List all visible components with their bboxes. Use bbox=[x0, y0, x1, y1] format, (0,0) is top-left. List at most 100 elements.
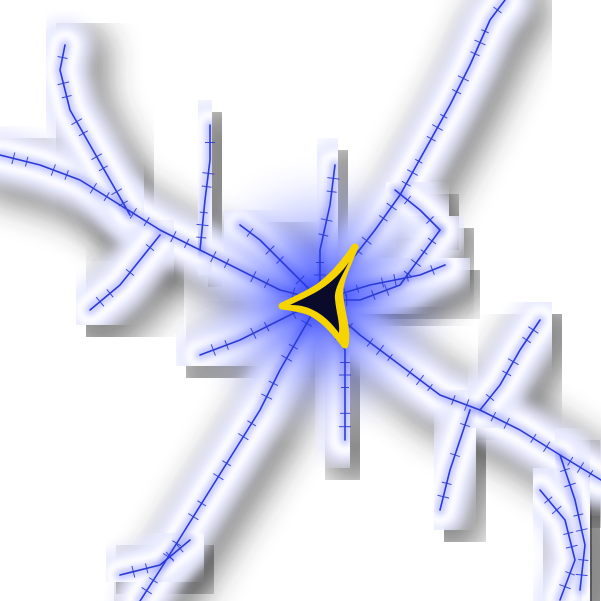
filament-spike bbox=[384, 284, 390, 296]
filament-spike bbox=[144, 563, 149, 574]
filament-spike bbox=[451, 395, 456, 405]
filament-spike bbox=[474, 39, 486, 46]
filament bbox=[559, 454, 586, 591]
filament-spike bbox=[265, 245, 275, 255]
filament-spike bbox=[57, 81, 70, 86]
filament-spike bbox=[415, 158, 423, 164]
filament-spike bbox=[247, 420, 257, 427]
filament-spike bbox=[432, 124, 443, 131]
filament-spike bbox=[95, 296, 105, 307]
filament-spike bbox=[250, 271, 257, 283]
filament-spike bbox=[50, 164, 56, 176]
filament-spike bbox=[441, 481, 452, 486]
filament-spike bbox=[366, 338, 374, 347]
filament-spike bbox=[187, 513, 199, 521]
filament-spike bbox=[125, 268, 135, 277]
filament-spike bbox=[493, 6, 502, 14]
filament-spike bbox=[237, 433, 249, 441]
filament-spike bbox=[522, 336, 532, 344]
filament-spike bbox=[426, 216, 434, 224]
filament-spike bbox=[361, 236, 372, 245]
filament-spike bbox=[196, 236, 207, 239]
filament-spike bbox=[420, 249, 428, 255]
filament-spike bbox=[427, 237, 437, 245]
filament-spike bbox=[427, 383, 433, 392]
filament-spike bbox=[403, 195, 412, 205]
filament-spike bbox=[415, 374, 425, 386]
filament-spike bbox=[559, 584, 571, 590]
filament-spike bbox=[563, 531, 574, 536]
filament-spike bbox=[378, 215, 388, 222]
filament-spike bbox=[197, 500, 207, 507]
filament-spike bbox=[588, 470, 594, 478]
filament-spike bbox=[381, 277, 384, 288]
filament-spike bbox=[176, 544, 184, 553]
filament bbox=[59, 44, 131, 216]
filament-spike bbox=[450, 452, 460, 458]
filament-spike bbox=[89, 182, 97, 194]
filament-spike bbox=[268, 380, 279, 387]
filament-spike bbox=[502, 370, 512, 377]
filament-spike bbox=[575, 528, 588, 532]
filament-spike bbox=[129, 207, 137, 219]
filament-spike bbox=[490, 411, 497, 422]
filament-spike bbox=[573, 513, 584, 517]
filament-spike bbox=[103, 192, 110, 202]
filament-spike bbox=[170, 231, 177, 243]
filament-spike bbox=[564, 482, 576, 488]
filament-spike bbox=[210, 251, 217, 263]
core-layer bbox=[278, 243, 359, 349]
filament-spike bbox=[551, 505, 562, 515]
filament-spike bbox=[544, 496, 553, 504]
filament-spike bbox=[91, 153, 103, 161]
filament-spike bbox=[118, 200, 128, 207]
filament-spike bbox=[222, 460, 232, 467]
filament-spike bbox=[111, 188, 123, 196]
filament-spike bbox=[406, 273, 409, 282]
filament-spike bbox=[457, 75, 469, 82]
filament-spike bbox=[210, 344, 216, 356]
filament-spike bbox=[263, 278, 270, 289]
filament-spike bbox=[11, 152, 16, 165]
filament bbox=[319, 299, 601, 481]
filament bbox=[394, 189, 441, 231]
filament-spike bbox=[295, 275, 305, 285]
filament-spike bbox=[326, 190, 337, 193]
filament-spike bbox=[276, 256, 284, 264]
filament-spike bbox=[401, 180, 411, 187]
filament-spike bbox=[355, 284, 360, 293]
filament-spike bbox=[261, 393, 273, 400]
filament-spike bbox=[318, 233, 329, 237]
filament-spike bbox=[481, 29, 489, 34]
filament-spike bbox=[565, 544, 578, 549]
filament-spike bbox=[291, 287, 296, 300]
filament-spike bbox=[393, 274, 397, 286]
filament-spike bbox=[578, 558, 589, 562]
filament-spike bbox=[386, 202, 397, 211]
filament-spike bbox=[212, 473, 224, 481]
filament-spike bbox=[342, 286, 348, 299]
filament-spike bbox=[560, 467, 570, 473]
filament-spike bbox=[196, 223, 209, 227]
filament-spike bbox=[172, 540, 182, 547]
filament-spike bbox=[250, 327, 257, 339]
filament-spike bbox=[407, 169, 418, 176]
filament-spike bbox=[426, 135, 436, 142]
filament-spike bbox=[201, 185, 212, 188]
filament-spike bbox=[106, 289, 114, 298]
filament-spike bbox=[71, 118, 83, 126]
filament-spike bbox=[57, 56, 68, 59]
filament-spike bbox=[406, 368, 414, 377]
filament-spike bbox=[410, 259, 422, 267]
filament-spike bbox=[387, 353, 393, 362]
filament-spike bbox=[141, 586, 152, 595]
filament-spike bbox=[78, 130, 88, 137]
filament-spike bbox=[320, 218, 333, 222]
filament-spike bbox=[183, 238, 190, 249]
filament-spike bbox=[576, 462, 585, 473]
core-body bbox=[290, 262, 349, 333]
filament-spike bbox=[145, 243, 155, 252]
filament-spike bbox=[440, 113, 448, 119]
